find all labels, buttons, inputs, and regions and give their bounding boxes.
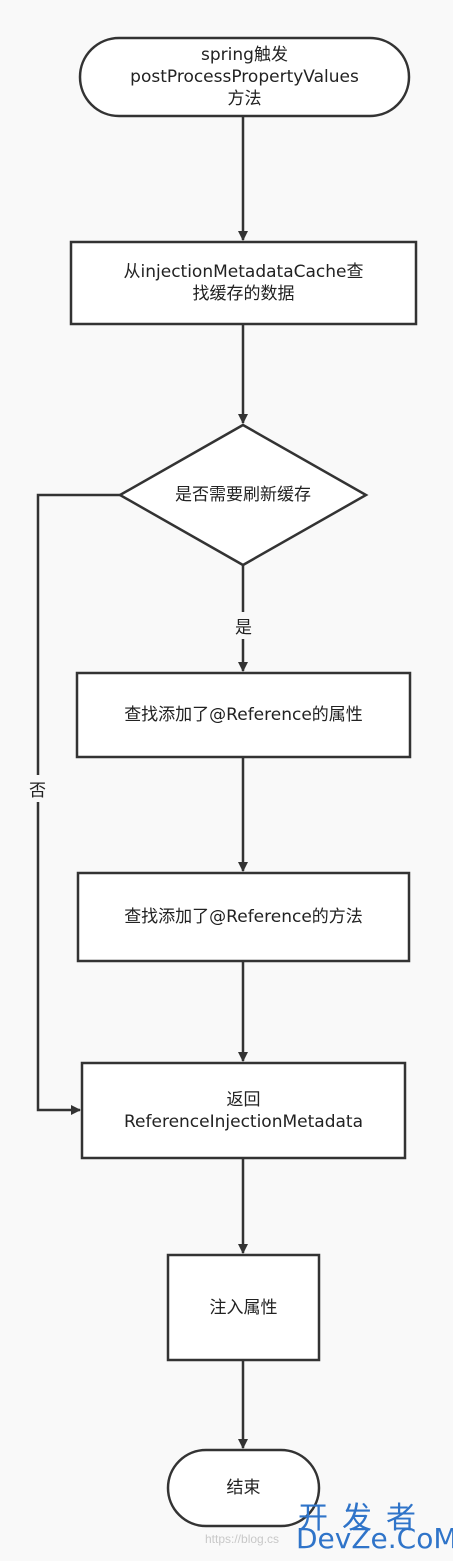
- start-line-1: spring触发: [201, 45, 288, 65]
- edge-decision-no: [36, 493, 120, 1115]
- find-methods-node-shape: [76, 871, 411, 963]
- find-fields-node-shape: [75, 671, 412, 759]
- return-meta-line-1: 返回: [226, 1089, 261, 1110]
- watermark-brand-cn: 开发者: [298, 1501, 430, 1536]
- find-cache-line-2: 找缓存的数据: [192, 284, 295, 304]
- edge-no-label: 否: [27, 775, 48, 802]
- find-cache-node-shape: [69, 240, 418, 326]
- inject-node-label: 注入属性: [209, 1297, 278, 1318]
- end-node-shape: [166, 1448, 321, 1528]
- find-cache-node-label: 从injectionMetadataCache查 找缓存的数据: [71, 242, 416, 324]
- start-line-3: 方法: [227, 89, 262, 109]
- inject-node-shape: [166, 1253, 321, 1362]
- start-line-2: postProcessPropertyValues: [130, 67, 359, 87]
- end-node-label: 结束: [226, 1478, 261, 1498]
- start-node-label: spring触发 postProcessPropertyValues 方法: [80, 38, 409, 116]
- start-node-shape: [78, 36, 411, 118]
- decision-node-label: 是否需要刷新缓存: [175, 485, 311, 505]
- find-methods-node-label: 查找添加了@Reference的方法: [124, 907, 363, 927]
- watermark-url: https://blog.cs: [205, 1532, 280, 1546]
- find-cache-line-1: 从injectionMetadataCache查: [123, 262, 364, 282]
- find-fields-node-label: 查找添加了@Reference的属性: [124, 705, 363, 725]
- return-meta-line-2: ReferenceInjectionMetadata: [124, 1111, 363, 1132]
- edge-yes-label: 是: [233, 612, 254, 639]
- return-meta-node-label: 返回 ReferenceInjectionMetadata: [82, 1063, 405, 1158]
- watermark-brand-en: DevZe.CoM: [296, 1522, 453, 1555]
